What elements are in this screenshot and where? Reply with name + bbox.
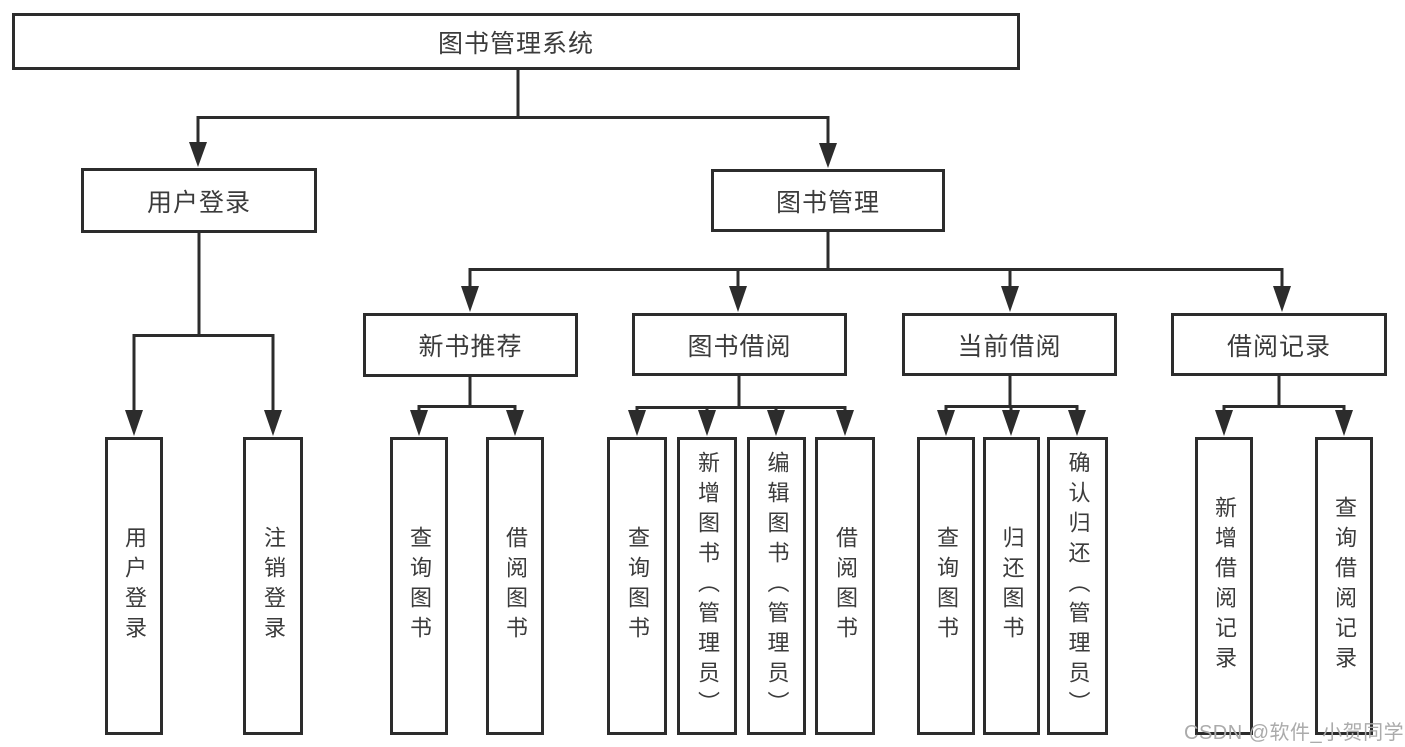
csdn-watermark: CSDN @软件_小贺同学 — [1184, 722, 1405, 744]
leaf-query-books-recommend: 查询图书 — [390, 437, 448, 735]
leaf-label: 归还图书 — [999, 526, 1025, 646]
leaf-label: 编辑图书（管理员） — [764, 451, 790, 721]
node-label: 借阅记录 — [1226, 332, 1331, 361]
leaf-query-books-current: 查询图书 — [917, 437, 975, 735]
node-book-borrowing: 图书借阅 — [632, 313, 847, 376]
leaf-label: 新增借阅记录 — [1212, 496, 1237, 676]
node-borrowing-records: 借阅记录 — [1171, 313, 1387, 376]
node-library-management-system: 图书管理系统 — [12, 13, 1020, 70]
leaf-add-books-admin: 新增图书（管理员） — [677, 437, 737, 735]
node-label: 图书管理系统 — [437, 29, 594, 58]
node-label: 图书借阅 — [687, 332, 792, 361]
node-new-book-recommend: 新书推荐 — [363, 313, 578, 377]
leaf-label: 新增图书（管理员） — [695, 451, 720, 721]
node-label: 当前借阅 — [957, 332, 1062, 361]
leaf-edit-books-admin: 编辑图书（管理员） — [747, 437, 806, 735]
leaf-label: 借阅图书 — [833, 526, 858, 646]
leaf-label: 查询借阅记录 — [1332, 496, 1357, 676]
node-current-borrowing: 当前借阅 — [902, 313, 1117, 376]
leaf-label: 确认归还（管理员） — [1065, 451, 1091, 721]
node-user-login: 用户登录 — [81, 168, 317, 233]
leaf-label: 用户登录 — [122, 526, 147, 646]
leaf-label: 借阅图书 — [503, 526, 528, 646]
leaf-label: 查询图书 — [407, 526, 432, 646]
leaf-borrow-books-recommend: 借阅图书 — [486, 437, 544, 735]
leaf-return-books: 归还图书 — [983, 437, 1040, 735]
node-label: 新书推荐 — [418, 333, 523, 361]
node-label: 用户登录 — [146, 188, 251, 217]
node-book-management: 图书管理 — [711, 169, 945, 232]
node-label: 图书管理 — [775, 188, 880, 217]
leaf-label: 查询图书 — [934, 526, 959, 646]
leaf-query-borrow-record: 查询借阅记录 — [1315, 437, 1373, 735]
leaf-logout: 注销登录 — [243, 437, 303, 735]
leaf-query-books-borrowing: 查询图书 — [607, 437, 667, 735]
leaf-label: 注销登录 — [261, 526, 286, 646]
leaf-borrow-books-borrowing: 借阅图书 — [815, 437, 875, 735]
leaf-add-borrow-record: 新增借阅记录 — [1195, 437, 1253, 735]
leaf-user-login: 用户登录 — [105, 437, 163, 735]
leaf-confirm-return-admin: 确认归还（管理员） — [1047, 437, 1108, 735]
leaf-label: 查询图书 — [625, 526, 650, 646]
